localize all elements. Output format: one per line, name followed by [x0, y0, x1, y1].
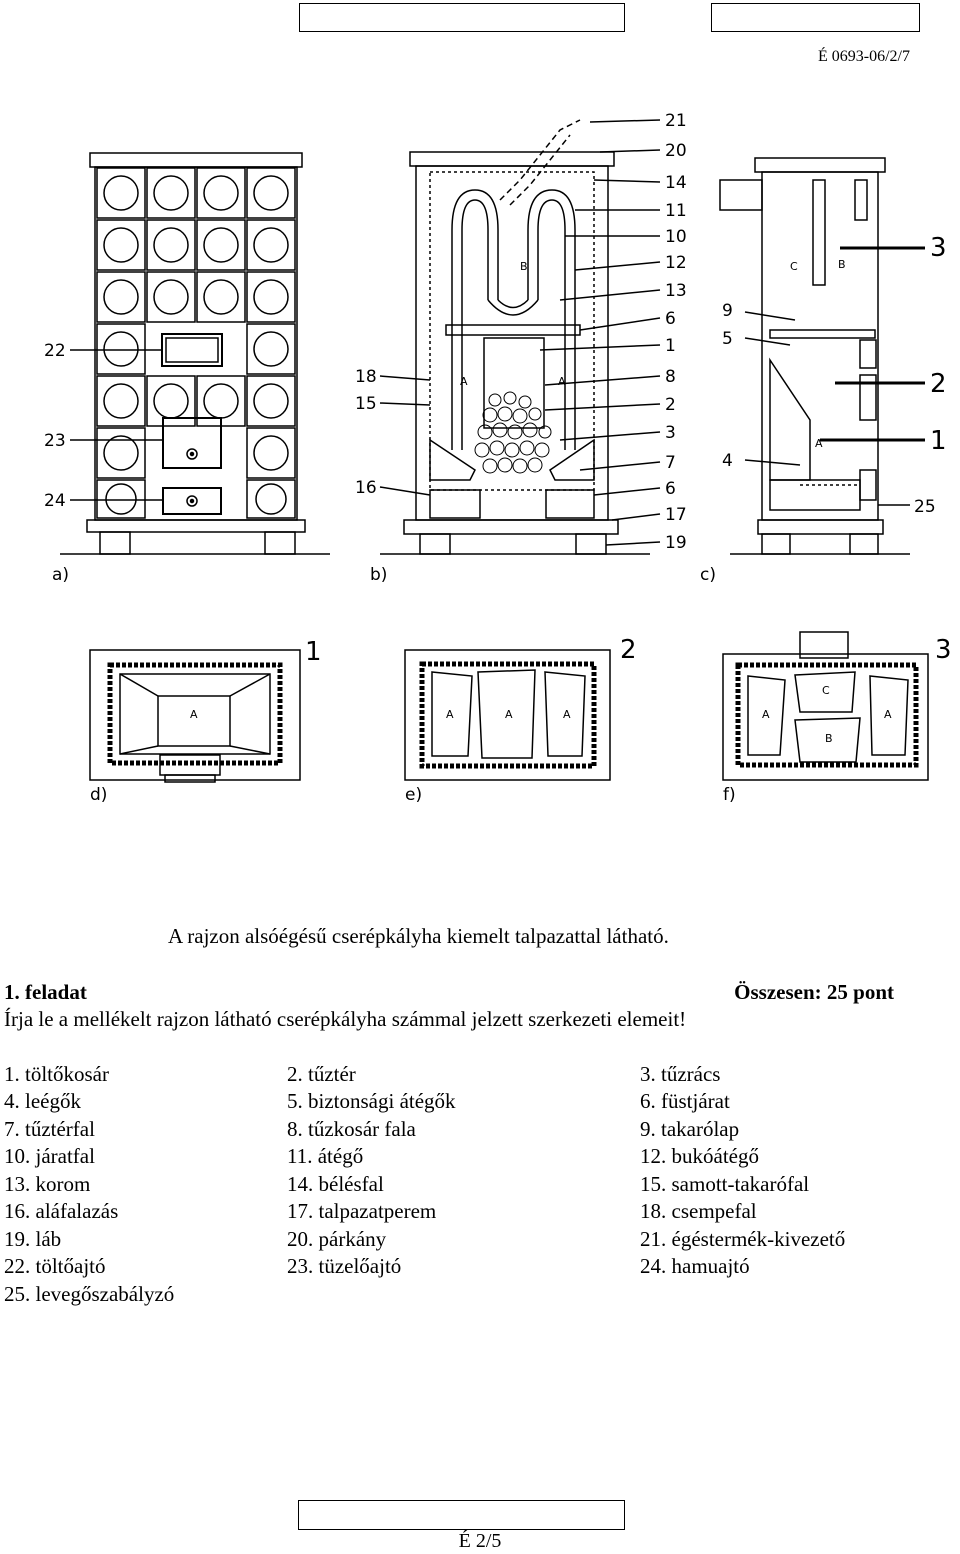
tile-row	[96, 167, 296, 219]
letter-b-b: B	[520, 260, 528, 273]
list-item: 10. járatfal	[4, 1144, 95, 1168]
view-e-plan-2	[404, 649, 611, 781]
view-label-f: f)	[723, 785, 736, 805]
document-code: É 0693-06/2/7	[818, 48, 910, 65]
number-21: 21	[665, 111, 687, 131]
list-item: 7. tűztérfal	[4, 1117, 95, 1141]
number-25: 25	[914, 497, 936, 517]
number-17: 17	[665, 505, 687, 525]
letter-c-f: C	[822, 684, 830, 697]
number-10: 10	[665, 227, 687, 247]
stove-technical-drawing: a) b) c) d) e) f) 22 23 24 18 15 16 21 2…	[44, 111, 952, 805]
footer-box	[298, 1500, 625, 1530]
view-b-section	[379, 119, 661, 555]
number-5: 5	[722, 329, 733, 349]
number-1b: 1	[665, 336, 676, 356]
section-mark-1: 1	[305, 637, 322, 667]
number-15: 15	[355, 394, 377, 414]
page-number: É 2/5	[458, 1530, 502, 1552]
number-19: 19	[665, 533, 687, 553]
task-points: Összesen: 25 pont	[734, 980, 894, 1004]
number-2c: 2	[930, 369, 947, 399]
view-d-plan-1	[89, 649, 301, 783]
number-22: 22	[44, 341, 66, 361]
list-item: 8. tűzkosár fala	[287, 1117, 416, 1141]
task-instruction: Írja le a mellékelt rajzon látható cseré…	[4, 1007, 687, 1031]
list-item: 6. füstjárat	[640, 1089, 730, 1113]
list-item: 23. tüzelőajtó	[287, 1254, 402, 1278]
number-6a: 6	[665, 309, 676, 329]
letter-b-c: B	[838, 258, 846, 271]
view-label-c: c)	[700, 565, 716, 585]
letter-a-d: A	[190, 708, 198, 721]
list-item: 9. takarólap	[640, 1117, 740, 1141]
number-8: 8	[665, 367, 676, 387]
letter-a-f2: A	[884, 708, 892, 721]
number-4: 4	[722, 451, 733, 471]
number-18: 18	[355, 367, 377, 387]
header-box-left	[299, 3, 625, 32]
view-label-e: e)	[405, 785, 422, 805]
number-1c: 1	[930, 426, 947, 456]
number-24: 24	[44, 491, 66, 511]
number-3b: 3	[665, 423, 676, 443]
number-2b: 2	[665, 395, 676, 415]
number-20: 20	[665, 141, 687, 161]
list-item: 14. bélésfal	[287, 1172, 384, 1196]
list-item: 16. aláfalazás	[4, 1199, 119, 1223]
number-12: 12	[665, 253, 687, 273]
letter-a-b2: A	[558, 375, 566, 388]
list-item: 25. levegőszabályzó	[4, 1282, 175, 1306]
list-item: 22. töltőajtó	[4, 1254, 106, 1278]
list-item: 2. tűztér	[287, 1062, 356, 1086]
number-11: 11	[665, 201, 687, 221]
list-item: 17. talpazatperem	[287, 1199, 437, 1223]
list-item: 1. töltőkosár	[4, 1062, 109, 1086]
list-item: 21. égéstermék-kivezető	[640, 1227, 846, 1251]
letter-a-e1: A	[446, 708, 454, 721]
view-label-b: b)	[370, 565, 387, 585]
view-label-a: a)	[52, 565, 69, 585]
letter-a-c: A	[815, 437, 823, 450]
header-box-right	[711, 3, 920, 32]
list-item: 15. samott-takarófal	[640, 1172, 810, 1196]
number-16: 16	[355, 478, 377, 498]
view-c-side-section	[719, 157, 925, 555]
number-14: 14	[665, 173, 687, 193]
list-item: 24. hamuajtó	[640, 1254, 750, 1278]
view-a-front-elevation	[60, 152, 330, 555]
list-item: 12. bukóátégő	[640, 1144, 759, 1168]
number-3c: 3	[930, 233, 947, 263]
letter-a-b1: A	[460, 375, 468, 388]
list-item: 19. láb	[4, 1227, 62, 1251]
letter-c-c: C	[790, 260, 798, 273]
list-item: 11. átégő	[287, 1144, 364, 1168]
letter-a-e3: A	[563, 708, 571, 721]
list-item: 18. csempefal	[640, 1199, 757, 1223]
view-label-d: d)	[90, 785, 107, 805]
list-item: 4. leégők	[4, 1089, 81, 1113]
number-23: 23	[44, 431, 66, 451]
list-item: 20. párkány	[287, 1227, 387, 1251]
section-mark-3: 3	[935, 635, 952, 665]
task-title: 1. feladat	[4, 980, 87, 1004]
section-mark-2: 2	[620, 635, 637, 665]
number-9: 9	[722, 301, 733, 321]
view-f-plan-3	[722, 631, 929, 781]
number-7: 7	[665, 453, 676, 473]
letter-a-f1: A	[762, 708, 770, 721]
number-13: 13	[665, 281, 687, 301]
list-item: 5. biztonsági átégők	[287, 1089, 456, 1113]
letter-a-e2: A	[505, 708, 513, 721]
figure-caption: A rajzon alsóégésű cserépkályha kiemelt …	[168, 924, 669, 948]
letter-b-f: B	[825, 732, 833, 745]
number-6b: 6	[665, 479, 676, 499]
list-item: 13. korom	[4, 1172, 91, 1196]
list-item: 3. tűzrács	[640, 1062, 721, 1086]
